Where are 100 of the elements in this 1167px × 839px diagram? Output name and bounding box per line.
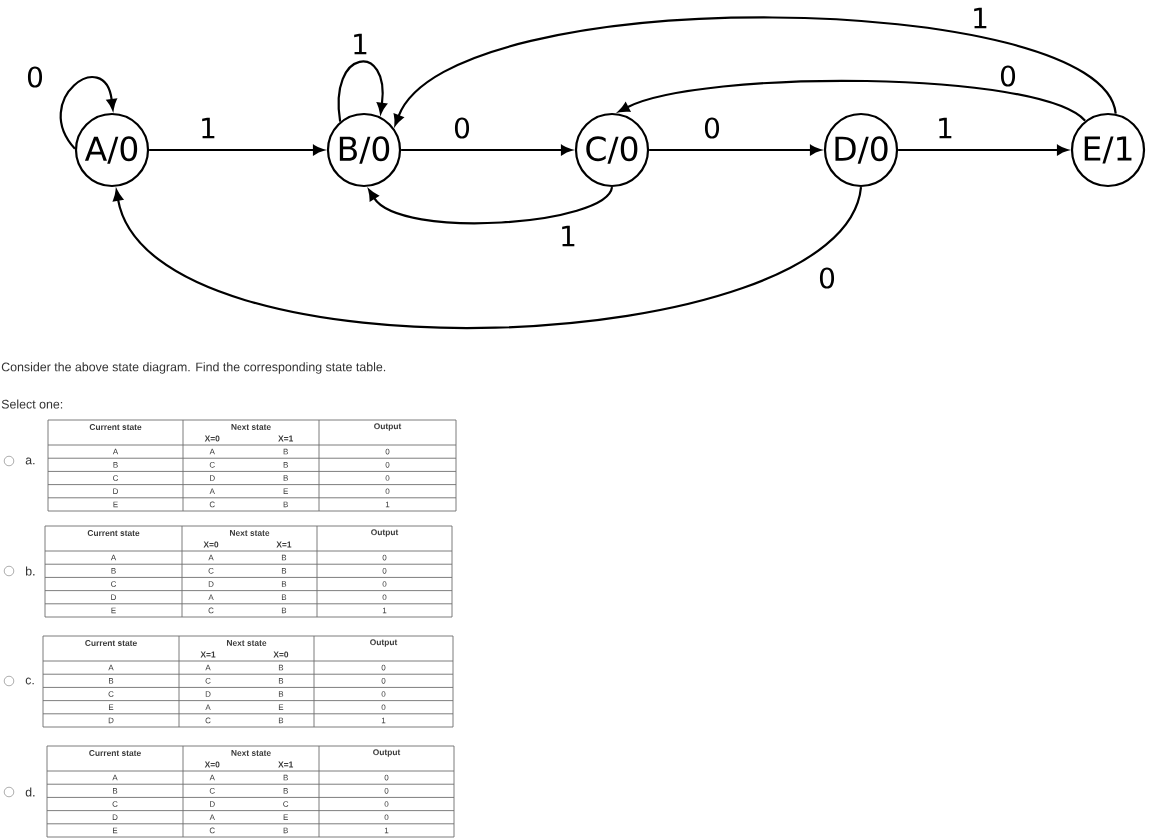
cell-value: E	[278, 704, 284, 710]
transition-arrow	[649, 144, 821, 156]
cell-value: A	[205, 664, 211, 671]
cell-value: C	[205, 717, 211, 724]
cell-value: D	[112, 814, 118, 820]
cell-value: C	[283, 801, 289, 807]
transition-arrow	[368, 186, 613, 225]
cell-value: C	[111, 581, 117, 587]
cell-value: B	[281, 594, 287, 600]
cell-value: B	[111, 568, 116, 574]
edge-label: 1	[350, 33, 370, 55]
column-header: Current state	[89, 424, 142, 430]
cell-value: B	[283, 448, 288, 455]
transition-arrow	[898, 144, 1068, 156]
cell-value: B	[113, 788, 118, 794]
column-header: Output	[371, 529, 399, 537]
cell-value: A	[209, 448, 215, 455]
cell-value: C	[205, 678, 211, 684]
cell-value: 0	[385, 448, 390, 455]
cell-value: D	[210, 801, 215, 807]
cell-value: B	[283, 774, 288, 781]
column-header: Output	[370, 639, 398, 647]
column-header: X=0	[204, 761, 220, 768]
cell-value: A	[208, 594, 214, 600]
cell-value: A	[209, 814, 215, 820]
cell-value: E	[283, 814, 288, 820]
column-header: X=1	[278, 761, 294, 768]
cell-value: C	[208, 607, 214, 614]
question-text: Consider the above state diagram. Find the corresponding state table.	[1, 362, 386, 374]
cell-value: C	[113, 475, 119, 481]
column-header: X=1	[278, 435, 294, 442]
cell-value: 0	[381, 704, 386, 711]
cell-value: D	[111, 594, 116, 600]
cell-value: C	[108, 691, 114, 697]
column-header: Next state	[230, 530, 270, 536]
cell-value: 0	[382, 581, 387, 587]
cell-value: E	[111, 607, 116, 614]
column-header: Output	[374, 423, 402, 431]
cell-value: C	[208, 568, 214, 574]
column-header: Next state	[231, 424, 271, 430]
cell-value: B	[113, 462, 118, 468]
option-label: b.	[26, 566, 35, 576]
edge-label: 1	[558, 225, 578, 247]
cell-value: B	[281, 568, 287, 574]
column-header: X=0	[204, 435, 220, 442]
instruction-text: Select one:	[1, 399, 63, 409]
cell-value: E	[113, 827, 118, 834]
cell-value: C	[209, 827, 215, 834]
cell-value: B	[281, 581, 287, 587]
transition-arrow	[618, 79, 1086, 122]
column-header: Next state	[227, 640, 267, 646]
cell-value: B	[278, 678, 284, 684]
column-header: X=0	[203, 541, 219, 548]
cell-value: 0	[382, 554, 387, 561]
cell-value: 1	[384, 827, 389, 834]
cell-value: 0	[381, 691, 386, 697]
cell-value: 0	[385, 488, 390, 495]
cell-value: B	[283, 827, 288, 834]
cell-value: 0	[384, 774, 389, 781]
option-label: d.	[25, 787, 35, 797]
cell-value: A	[205, 704, 211, 710]
column-header: X=0	[273, 651, 289, 658]
cell-value: 1	[382, 607, 387, 614]
cell-value: E	[113, 501, 118, 508]
cell-value: B	[278, 691, 284, 697]
cell-value: C	[112, 801, 118, 807]
cell-value: D	[210, 475, 215, 481]
cell-value: D	[113, 488, 118, 494]
column-header: Current state	[87, 530, 140, 536]
cell-value: B	[278, 717, 284, 724]
cell-value: A	[112, 774, 118, 781]
cell-value: C	[209, 501, 215, 508]
option-label: a.	[25, 457, 35, 465]
cell-value: D	[208, 581, 214, 587]
edge-label: 1	[198, 117, 218, 139]
cell-value: B	[283, 475, 288, 481]
edge-label: 0	[998, 64, 1018, 88]
transition-arrow	[149, 144, 324, 156]
cell-value: A	[110, 554, 117, 561]
cell-value: 1	[385, 501, 390, 508]
cell-value: 0	[381, 678, 386, 684]
cell-value: 0	[382, 594, 387, 601]
cell-value: E	[109, 704, 114, 710]
cell-value: 0	[384, 788, 389, 794]
cell-value: B	[109, 678, 114, 684]
edge-label: 0	[817, 266, 837, 290]
column-header: Current state	[85, 640, 137, 646]
cell-value: B	[278, 664, 284, 671]
cell-value: C	[209, 462, 215, 468]
cell-value: 0	[382, 568, 387, 574]
cell-value: B	[283, 788, 288, 794]
edge-label: 1	[935, 117, 955, 139]
column-header: Next state	[231, 750, 271, 756]
self-loop-arrow	[337, 60, 387, 122]
edge-label: 0	[702, 116, 722, 140]
transition-arrow	[393, 16, 1117, 126]
column-header: X=1	[200, 651, 216, 658]
column-header: Output	[373, 749, 401, 757]
edge-label: 0	[25, 65, 45, 89]
cell-value: 0	[384, 814, 389, 821]
